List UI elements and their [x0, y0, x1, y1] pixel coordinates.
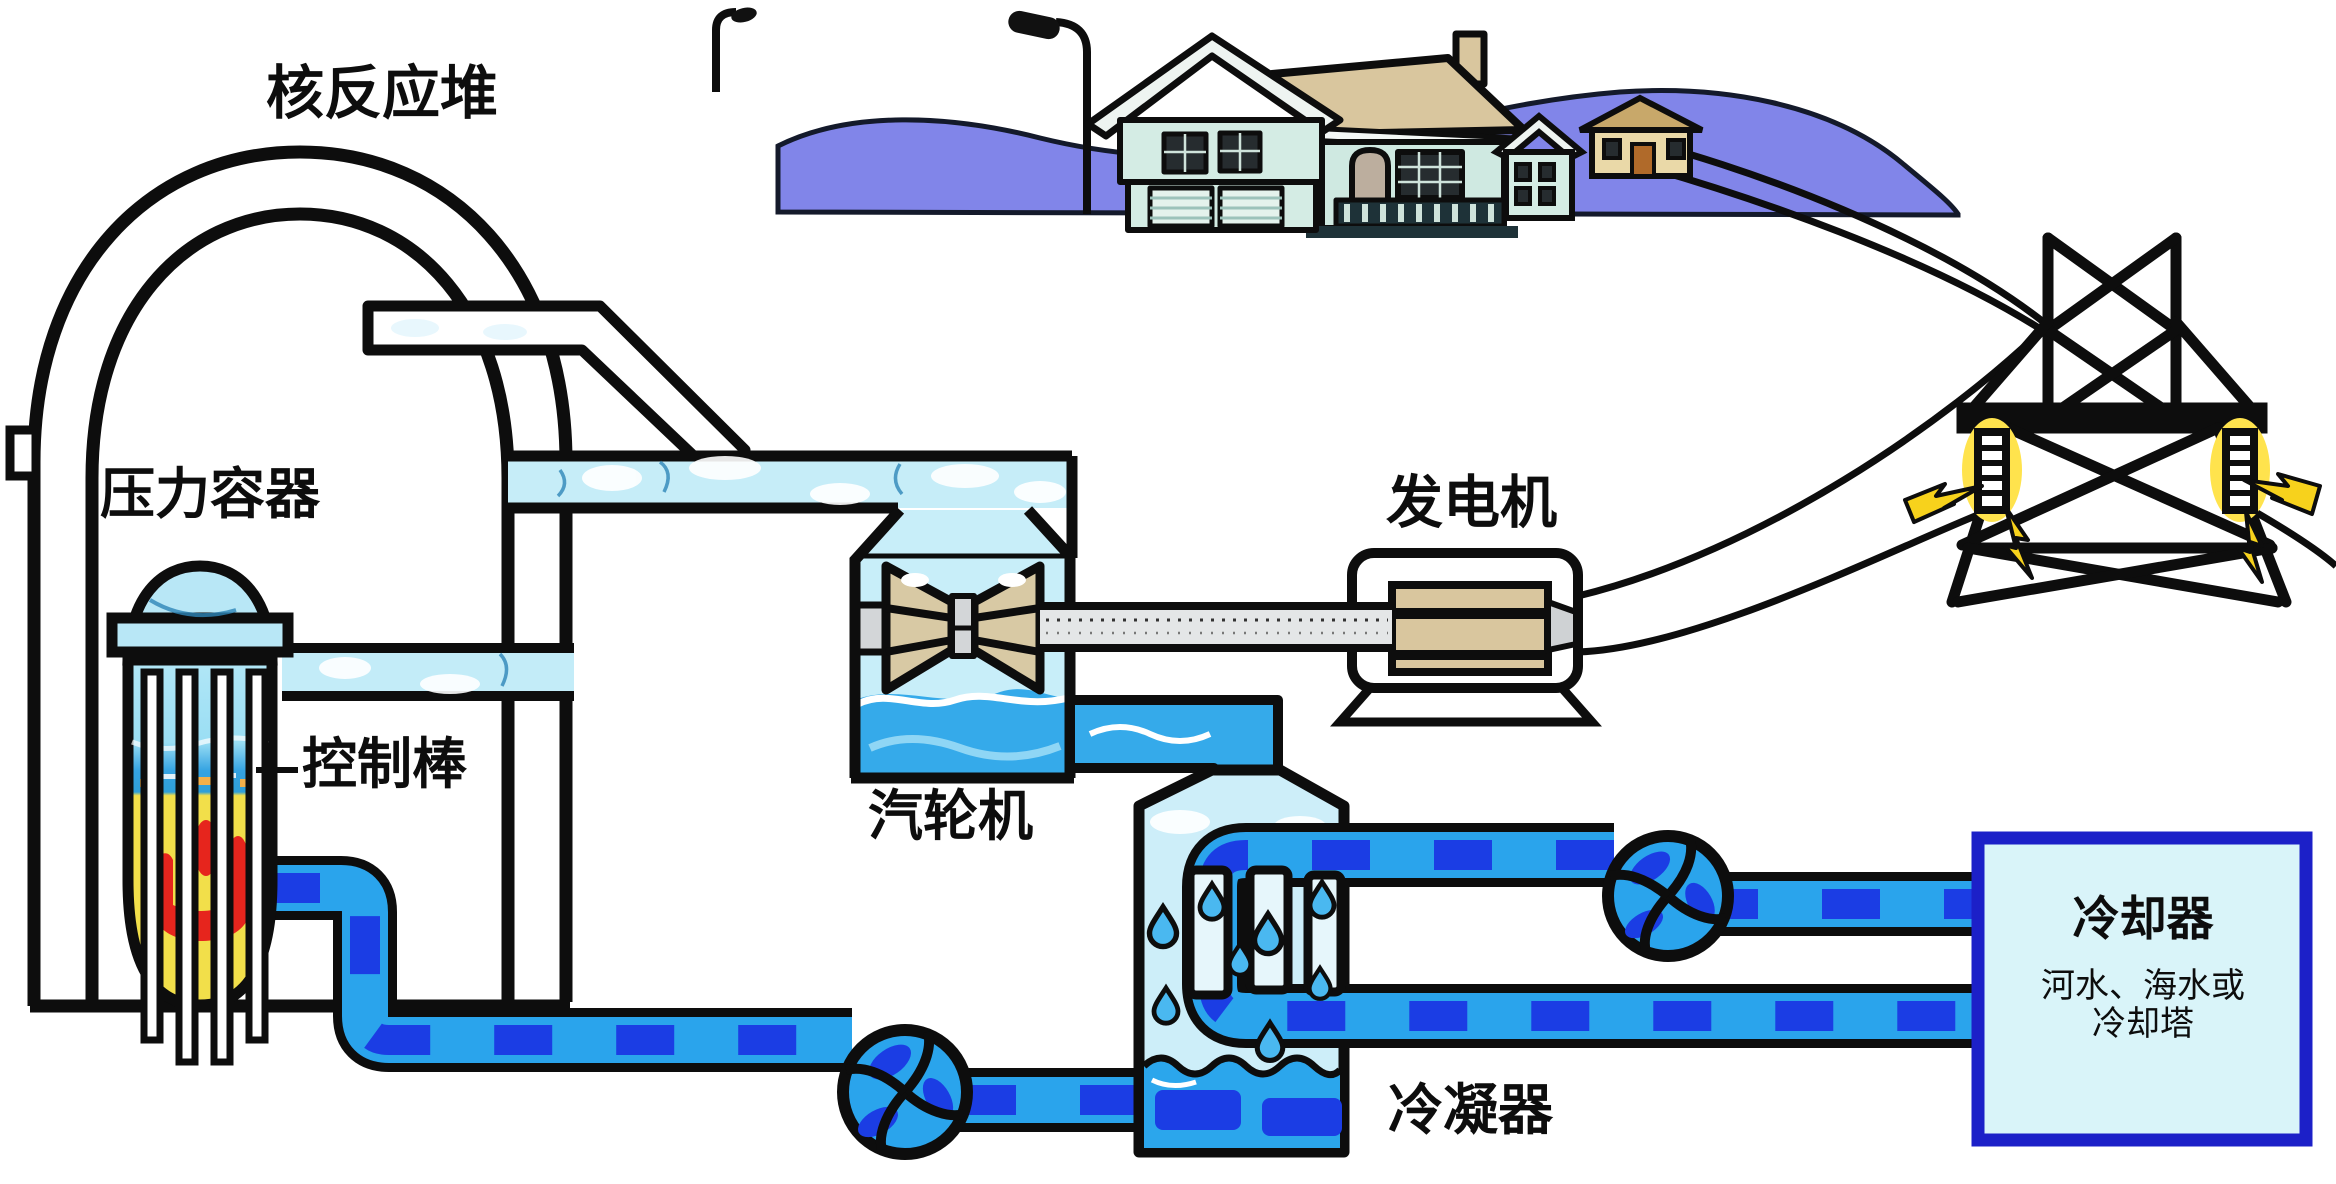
cooler-box: [1971, 831, 2313, 1147]
condenser-water: [1141, 1054, 1343, 1148]
pressure-vessel: [106, 560, 298, 1066]
cooler-subtitle-line2: 冷却塔: [2092, 1005, 2194, 1044]
streetlamp-icon: [1008, 10, 1091, 214]
cooling-pump-icon: [1602, 830, 1734, 962]
insulator-icon: [1962, 418, 2270, 522]
window: [1395, 149, 1465, 201]
cooler-title: 冷却器: [2072, 892, 2214, 945]
power-lines: [1577, 323, 2336, 656]
cooler-box-text: 冷却器 河水、海水或 冷却塔: [1990, 880, 2296, 1043]
reactor-label: 核反应堆: [266, 61, 499, 126]
steam-turbine: [849, 506, 1076, 784]
generator-label: 发电机: [1386, 471, 1557, 535]
streetlamp-icon: [712, 7, 757, 92]
house-icon: [1490, 112, 1588, 221]
pressure-vessel-label: 压力容器: [100, 463, 321, 525]
turbine-shaft: [1040, 602, 1392, 652]
door: [1349, 147, 1391, 211]
spark-icon: [1903, 472, 2322, 584]
cooler-subtitle-line1: 河水、海水或: [2041, 967, 2245, 1005]
control-rods: [140, 668, 269, 1066]
coolant-pump-icon: [837, 1024, 973, 1160]
primary-coolant-pipe: [262, 856, 1146, 1132]
control-rods-label: 控制棒: [302, 733, 468, 795]
condenser-label: 冷凝器: [1388, 1079, 1554, 1141]
steam-turbine-label: 汽轮机: [868, 785, 1034, 847]
steam-pipe: [282, 300, 1078, 701]
house-icon: [1578, 94, 1704, 179]
house-icon: [1084, 30, 1528, 238]
